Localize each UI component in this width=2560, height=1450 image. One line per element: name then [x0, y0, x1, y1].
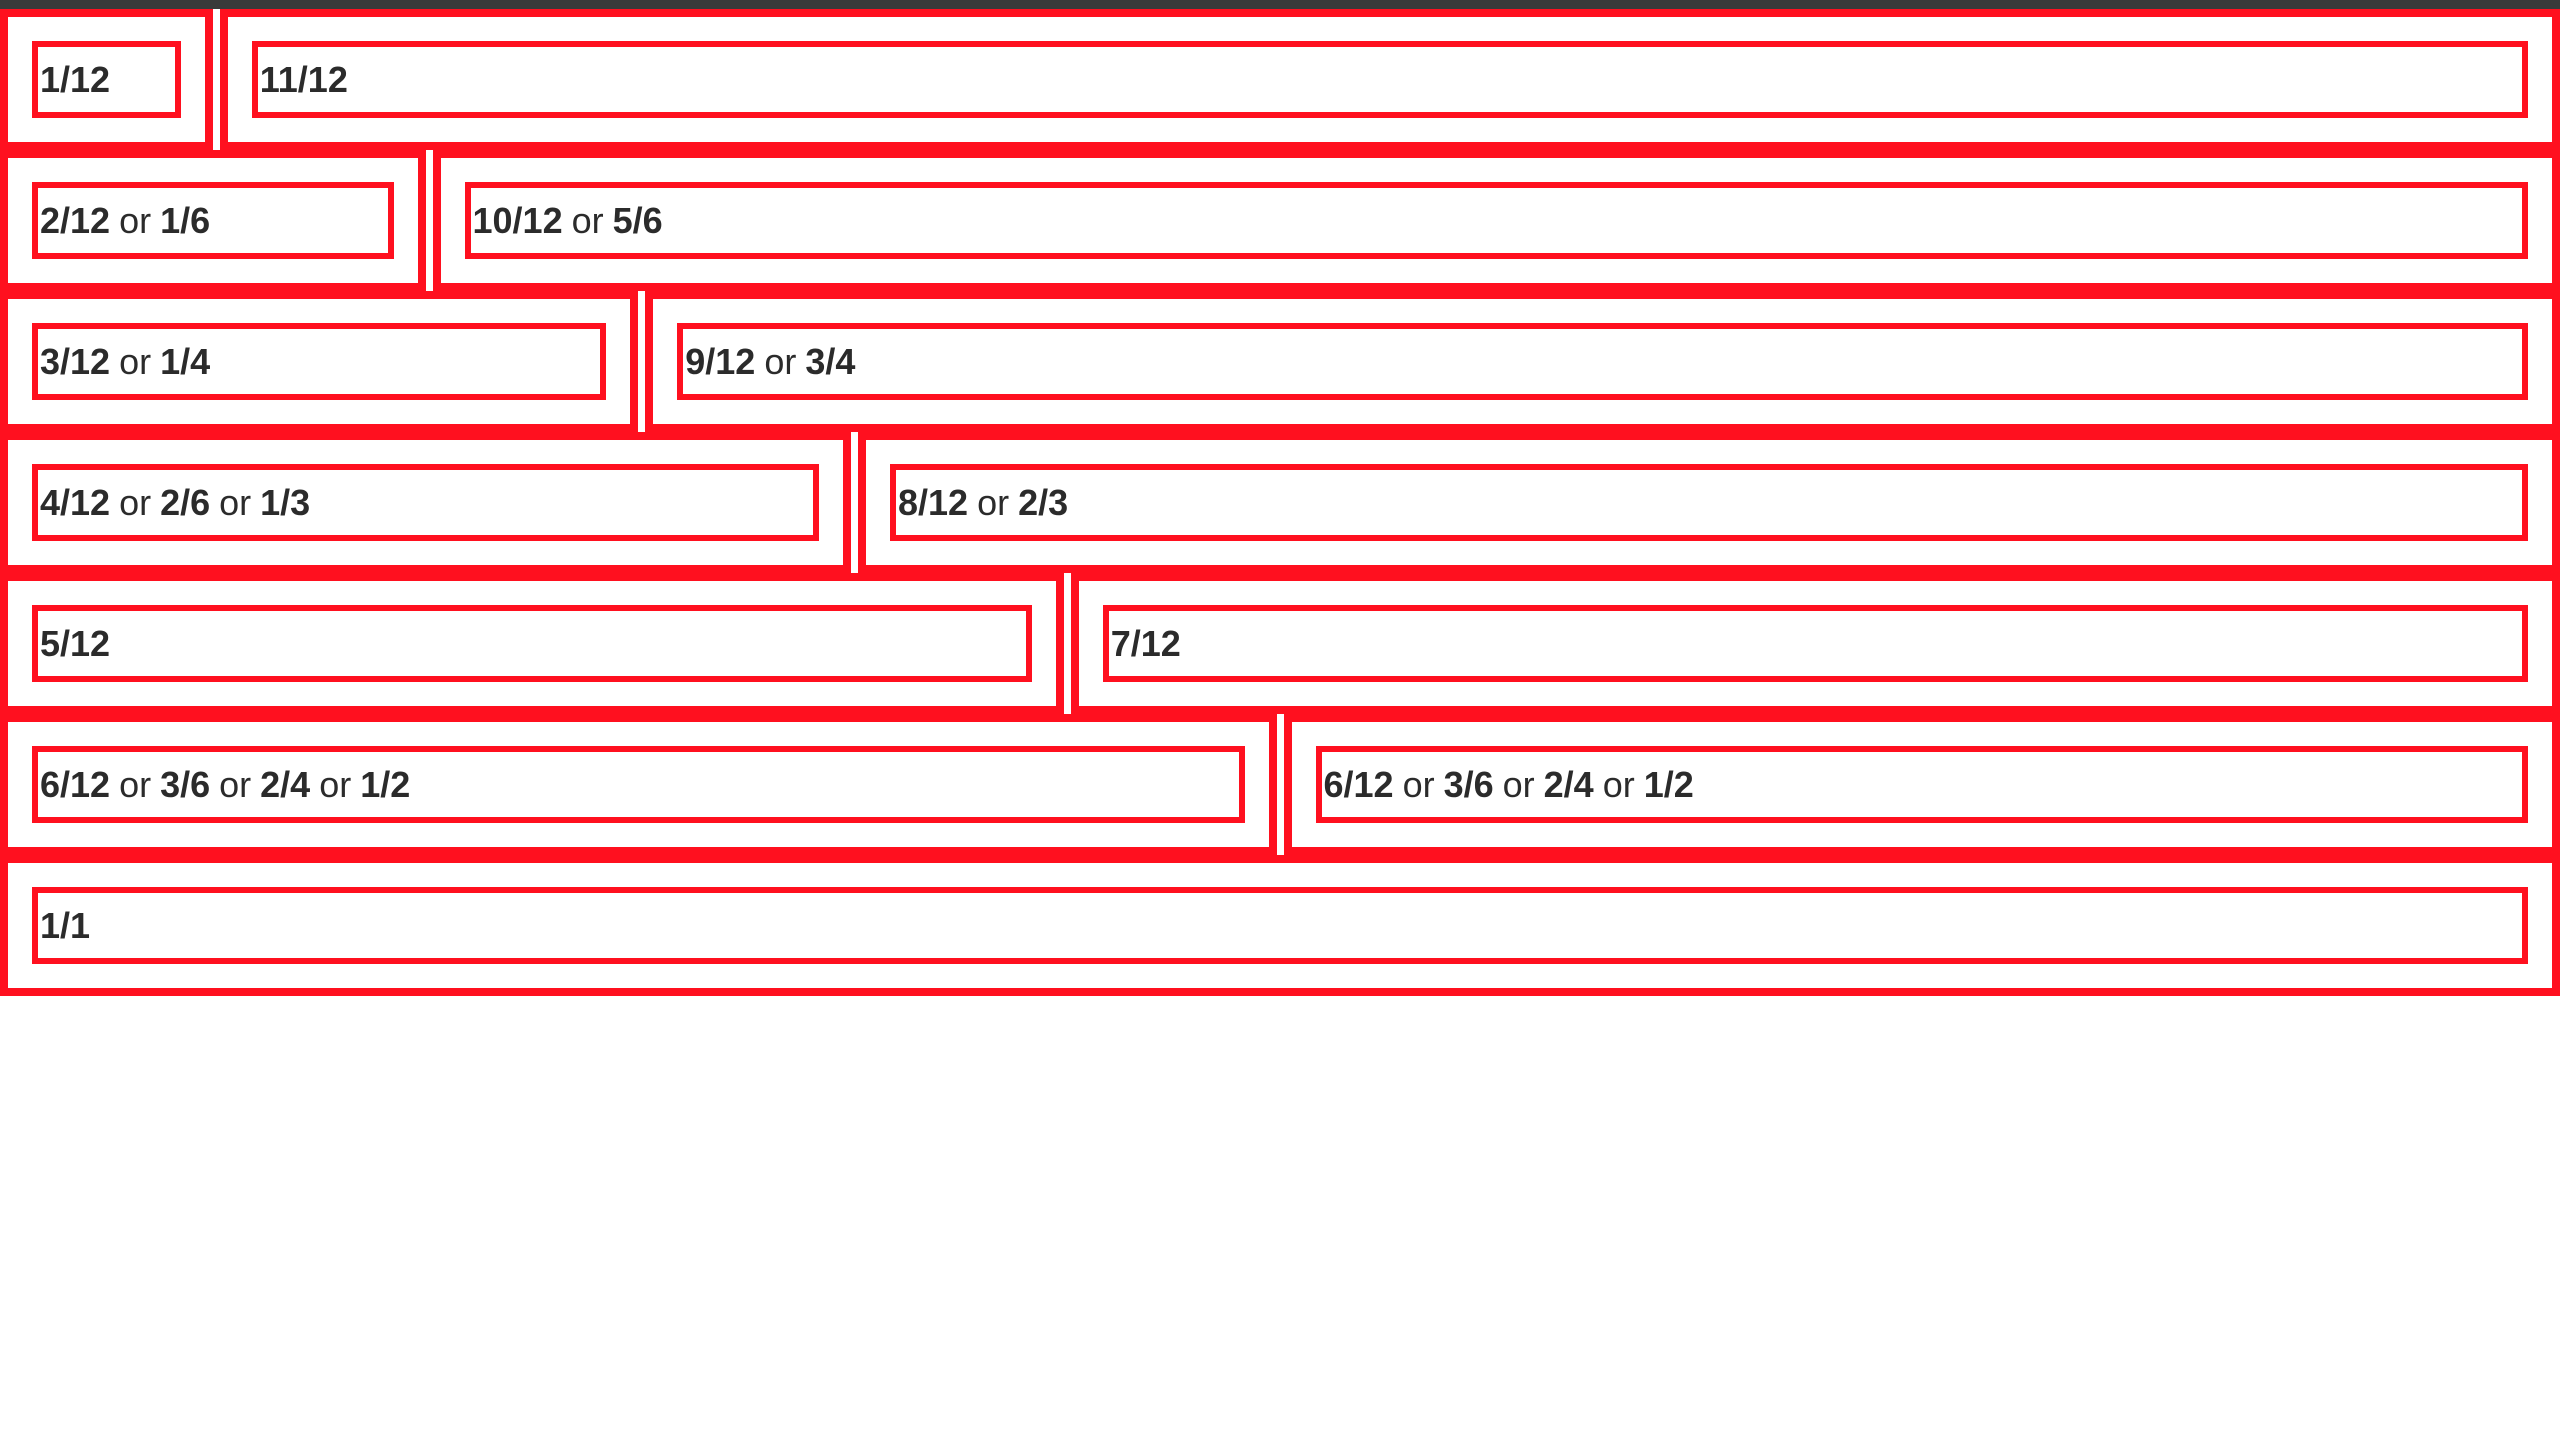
grid-row: 1/1 [0, 855, 2560, 996]
separator-text: or [219, 481, 252, 523]
grid-row: 1/12 11/12 [0, 9, 2560, 150]
grid-cell-label: 1/1 [32, 887, 2528, 964]
grid-cell-label: 5/12 [32, 605, 1032, 682]
fraction-text: 1/4 [160, 340, 211, 382]
fraction-text: 8/12 [898, 481, 969, 523]
fraction-text: 6/12 [1323, 763, 1394, 805]
separator-text: or [977, 481, 1010, 523]
fraction-text: 1/1 [40, 904, 91, 946]
fraction-text: 5/6 [612, 199, 663, 241]
fraction-text: 1/3 [260, 481, 311, 523]
separator-text: or [1502, 763, 1535, 805]
grid-cell-label: 11/12 [251, 41, 2528, 118]
fraction-text: 1/6 [160, 199, 211, 241]
fraction-text: 1/2 [360, 763, 411, 805]
fraction-text: 5/12 [40, 622, 111, 664]
separator-text: or [119, 199, 152, 241]
fraction-text: 11/12 [259, 58, 348, 100]
grid-cell-label: 7/12 [1102, 605, 2528, 682]
grid-cell: 11/12 [219, 9, 2560, 150]
fraction-text: 10/12 [472, 199, 563, 241]
fraction-text: 7/12 [1110, 622, 1181, 664]
separator-text: or [1402, 763, 1435, 805]
top-bar [0, 0, 2560, 9]
fraction-text: 1/12 [40, 58, 111, 100]
separator-text: or [119, 340, 152, 382]
grid-cell: 5/12 [0, 573, 1064, 714]
separator-text: or [571, 199, 604, 241]
separator-text: or [764, 340, 797, 382]
fraction-text: 2/3 [1018, 481, 1069, 523]
fraction-text: 6/12 [40, 763, 111, 805]
fraction-text: 2/4 [1543, 763, 1594, 805]
separator-text: or [219, 763, 252, 805]
grid-cell: 1/12 [0, 9, 213, 150]
fraction-text: 3/12 [40, 340, 111, 382]
fraction-text: 9/12 [685, 340, 756, 382]
fraction-text: 3/6 [160, 763, 211, 805]
grid-cell-label: 1/12 [32, 41, 181, 118]
fraction-text: 4/12 [40, 481, 111, 523]
grid-cell: 1/1 [0, 855, 2560, 996]
fraction-text: 2/12 [40, 199, 111, 241]
grid-cell: 7/12 [1070, 573, 2560, 714]
fraction-text: 2/6 [160, 481, 211, 523]
fraction-text: 1/2 [1643, 763, 1694, 805]
separator-text: or [319, 763, 352, 805]
separator-text: or [119, 763, 152, 805]
separator-text: or [119, 481, 152, 523]
fraction-text: 3/6 [1443, 763, 1494, 805]
separator-text: or [1602, 763, 1635, 805]
grid-row: 5/12 7/12 [0, 573, 2560, 714]
fraction-text: 3/4 [805, 340, 856, 382]
fraction-text: 2/4 [260, 763, 311, 805]
